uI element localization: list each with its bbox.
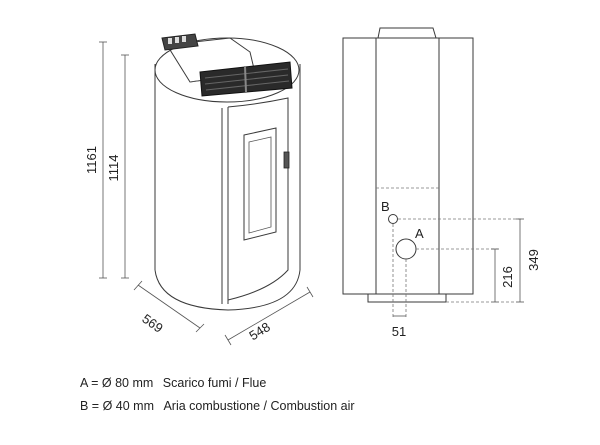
label-total-height: 1161: [84, 146, 99, 174]
stove-rear-view: [342, 27, 524, 318]
control-panel-icon: [161, 33, 199, 51]
dimension-depth: [133, 280, 205, 333]
label-center-offset: 51: [392, 324, 406, 339]
dimension-combustion-air-height: [516, 218, 524, 303]
flue-outlet: [395, 238, 417, 260]
label-marker-a: A: [415, 226, 424, 241]
top-grille-icon: [199, 61, 293, 97]
legend-line-a: A = Ø 80 mm Scarico fumi / Flue: [80, 376, 266, 390]
dimension-total-height: [99, 41, 107, 279]
front-door: [221, 97, 290, 304]
label-body-height: 1114: [106, 155, 121, 182]
dimension-width: [224, 286, 314, 346]
legend-b-code: B = Ø 40 mm: [80, 399, 154, 413]
label-marker-b: B: [381, 199, 390, 214]
label-depth: 569: [139, 311, 165, 336]
label-combustion-air-height: 349: [526, 249, 541, 271]
legend-b-description: Aria combustione / Combustion air: [163, 399, 355, 413]
dimension-flue-height: [446, 248, 524, 303]
legend-line-b: B = Ø 40 mm Aria combustione / Combustio…: [80, 399, 355, 413]
stove-perspective-view: [99, 33, 314, 346]
label-flue-height: 216: [500, 266, 515, 288]
combustion-air-outlet: [388, 214, 398, 224]
legend-a-description: Scarico fumi / Flue: [162, 376, 267, 390]
label-width: 548: [246, 319, 272, 343]
dimension-body-height: [121, 54, 129, 279]
legend-a-code: A = Ø 80 mm: [80, 376, 154, 390]
